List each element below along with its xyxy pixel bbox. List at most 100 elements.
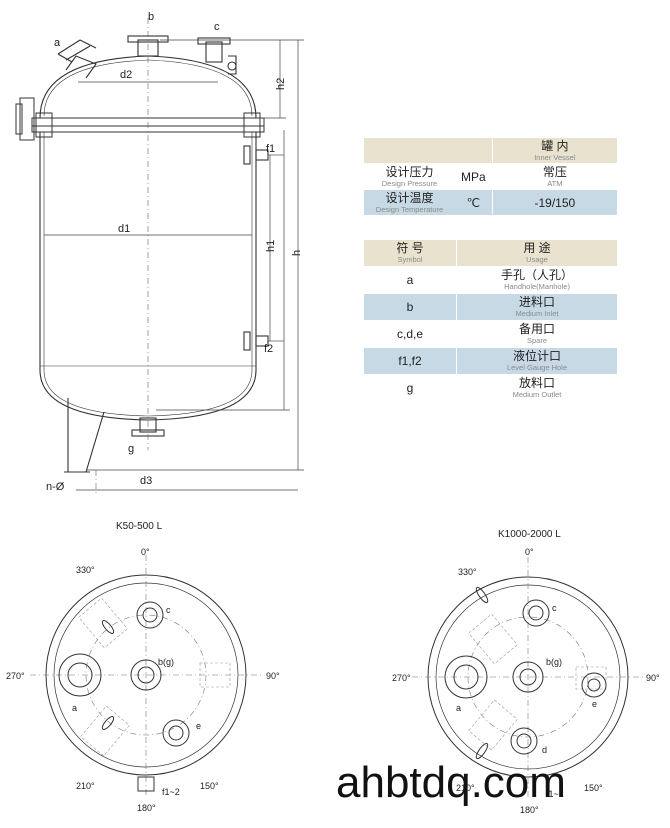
angle-210-label: 210°	[456, 783, 475, 793]
angle-210-label: 210°	[76, 781, 95, 791]
port-f-label: f1~2	[162, 787, 180, 797]
pressure-value-zh: 常压	[542, 164, 567, 179]
port-c-circle	[522, 599, 550, 627]
usage-row-symbol: a	[363, 266, 457, 294]
label-h2: h2	[275, 78, 287, 90]
usage-row-usage: 手孔（人孔） Handhole(Manhole)	[456, 266, 618, 294]
angle-180-label: 180°	[520, 805, 539, 815]
usage-f-zh: 液位计口	[512, 349, 561, 363]
spec-row-pressure-value: 常压 ATM	[491, 163, 619, 190]
port-f-label: f1~2	[546, 789, 564, 799]
symbol-header-zh: 符 号	[396, 241, 424, 255]
spec-header-inner-vessel: 罐 内 Inner Vessel	[491, 137, 619, 164]
usage-cde-zh: 备用口	[518, 322, 555, 336]
label-d3: d3	[140, 475, 152, 487]
usage-row-usage: 液位计口 Level Gauge Hole	[456, 347, 618, 375]
symbol-f: f1,f2	[398, 354, 422, 368]
label-g: g	[128, 443, 134, 455]
angle-330-label: 330°	[458, 567, 477, 577]
label-c: c	[214, 21, 220, 33]
usage-g-en: Medium Outlet	[512, 390, 562, 399]
pressure-label-en: Design Pressure	[381, 178, 438, 188]
label-h: h	[291, 250, 303, 256]
port-c-circle	[136, 601, 164, 629]
label-d1: d1	[118, 223, 130, 235]
spec-row-temperature-value: -19/150	[491, 189, 619, 216]
port-bg-circle	[512, 661, 544, 693]
port-bg-circle	[130, 659, 162, 691]
port-bg-label: b(g)	[546, 657, 562, 667]
label-n: n-Ø	[46, 481, 65, 493]
port-e-circle	[581, 672, 607, 698]
label-d2: d2	[120, 69, 132, 81]
port-d-circle	[510, 727, 538, 755]
usage-row-symbol: f1,f2	[363, 347, 457, 375]
label-f2: f2	[264, 343, 273, 355]
usage-cde-en: Spare	[526, 336, 547, 345]
pressure-label-zh: 设计压力	[385, 164, 434, 179]
angle-90-label: 90°	[266, 671, 280, 681]
usage-row-symbol: b	[363, 293, 457, 321]
symbol-cde: c,d,e	[396, 327, 423, 341]
site-watermark: ahbtdq.com	[336, 758, 566, 807]
port-e-circle	[162, 719, 190, 747]
pressure-unit: MPa	[461, 169, 486, 184]
spec-row-temperature-unit: ℃	[454, 189, 493, 216]
angle-0-label: 0°	[525, 547, 534, 557]
port-e-label: e	[592, 699, 597, 709]
nozzle-c	[205, 41, 223, 63]
usage-header-zh: 用 途	[523, 241, 551, 255]
label-a: a	[54, 37, 61, 49]
usage-header-symbol: 符 号 Symbol	[363, 239, 457, 267]
usage-a-zh: 手孔（人孔）	[500, 268, 573, 282]
usage-f-en: Level Gauge Hole	[506, 363, 568, 372]
symbol-header-en: Symbol	[397, 255, 423, 264]
angle-90-label: 90°	[646, 673, 660, 683]
label-h1: h1	[265, 240, 277, 252]
plan-small-title: K50-500 L	[116, 521, 163, 532]
angle-270-label: 270°	[6, 671, 25, 681]
usage-b-en: Medium Inlet	[515, 309, 559, 318]
usage-header-usage: 用 途 Usage	[456, 239, 618, 267]
port-c-label: c	[552, 603, 557, 613]
angle-330-label: 330°	[76, 565, 95, 575]
temperature-unit: ℃	[466, 195, 481, 210]
angle-270-label: 270°	[392, 673, 411, 683]
label-b: b	[148, 11, 154, 23]
label-f1: f1	[266, 143, 275, 155]
plan-view-large: K1000-2000 L 0° 330° 270° 90° 210° 150° …	[392, 529, 660, 815]
temperature-label-en: Design Temperature	[375, 204, 444, 214]
usage-row-symbol: g	[363, 374, 457, 402]
spec-row-pressure-label: 设计压力 Design Pressure	[362, 163, 455, 190]
spec-row-temperature-label: 设计温度 Design Temperature	[362, 189, 455, 216]
nozzle-a	[65, 55, 97, 79]
bottom-head	[39, 369, 257, 421]
temperature-label-zh: 设计温度	[385, 190, 434, 205]
usage-b-zh: 进料口	[518, 295, 555, 309]
design-spec-table: 罐 内 Inner Vessel 设计压力 Design Pressure MP…	[362, 137, 619, 216]
spec-header-empty	[363, 137, 493, 164]
angle-0-label: 0°	[141, 547, 150, 557]
plan-large-title: K1000-2000 L	[498, 529, 561, 540]
nozzle-usage-table: 符 号 Symbol 用 途 Usage a 手孔（人孔） Handhole(M…	[363, 239, 618, 402]
port-d-label: d	[542, 745, 547, 755]
port-a-circle	[444, 655, 488, 699]
symbol-g: g	[406, 381, 414, 395]
pressure-value-en: ATM	[547, 178, 563, 188]
port-a-label: a	[456, 703, 461, 713]
vessel-elevation-drawing: b c a d2 h2 f1 d1 h1 h f2 g n-Ø d3	[15, 11, 304, 496]
usage-header-en: Usage	[526, 255, 548, 264]
angle-180-label: 180°	[137, 803, 156, 813]
port-bg-label: b(g)	[158, 657, 174, 667]
spec-header-zh: 罐 内	[541, 138, 569, 153]
usage-g-zh: 放料口	[518, 376, 555, 390]
port-a-label: a	[72, 703, 77, 713]
usage-row-symbol: c,d,e	[363, 320, 457, 348]
plan-view-small: K50-500 L 0° 330° 270° 90° 210° 150° 180…	[6, 521, 280, 813]
temperature-value: -19/150	[534, 195, 576, 210]
angle-150-label: 150°	[200, 781, 219, 791]
symbol-b: b	[406, 300, 414, 314]
usage-row-usage: 进料口 Medium Inlet	[456, 293, 618, 321]
usage-row-usage: 放料口 Medium Outlet	[456, 374, 618, 402]
usage-a-en: Handhole(Manhole)	[504, 282, 570, 291]
